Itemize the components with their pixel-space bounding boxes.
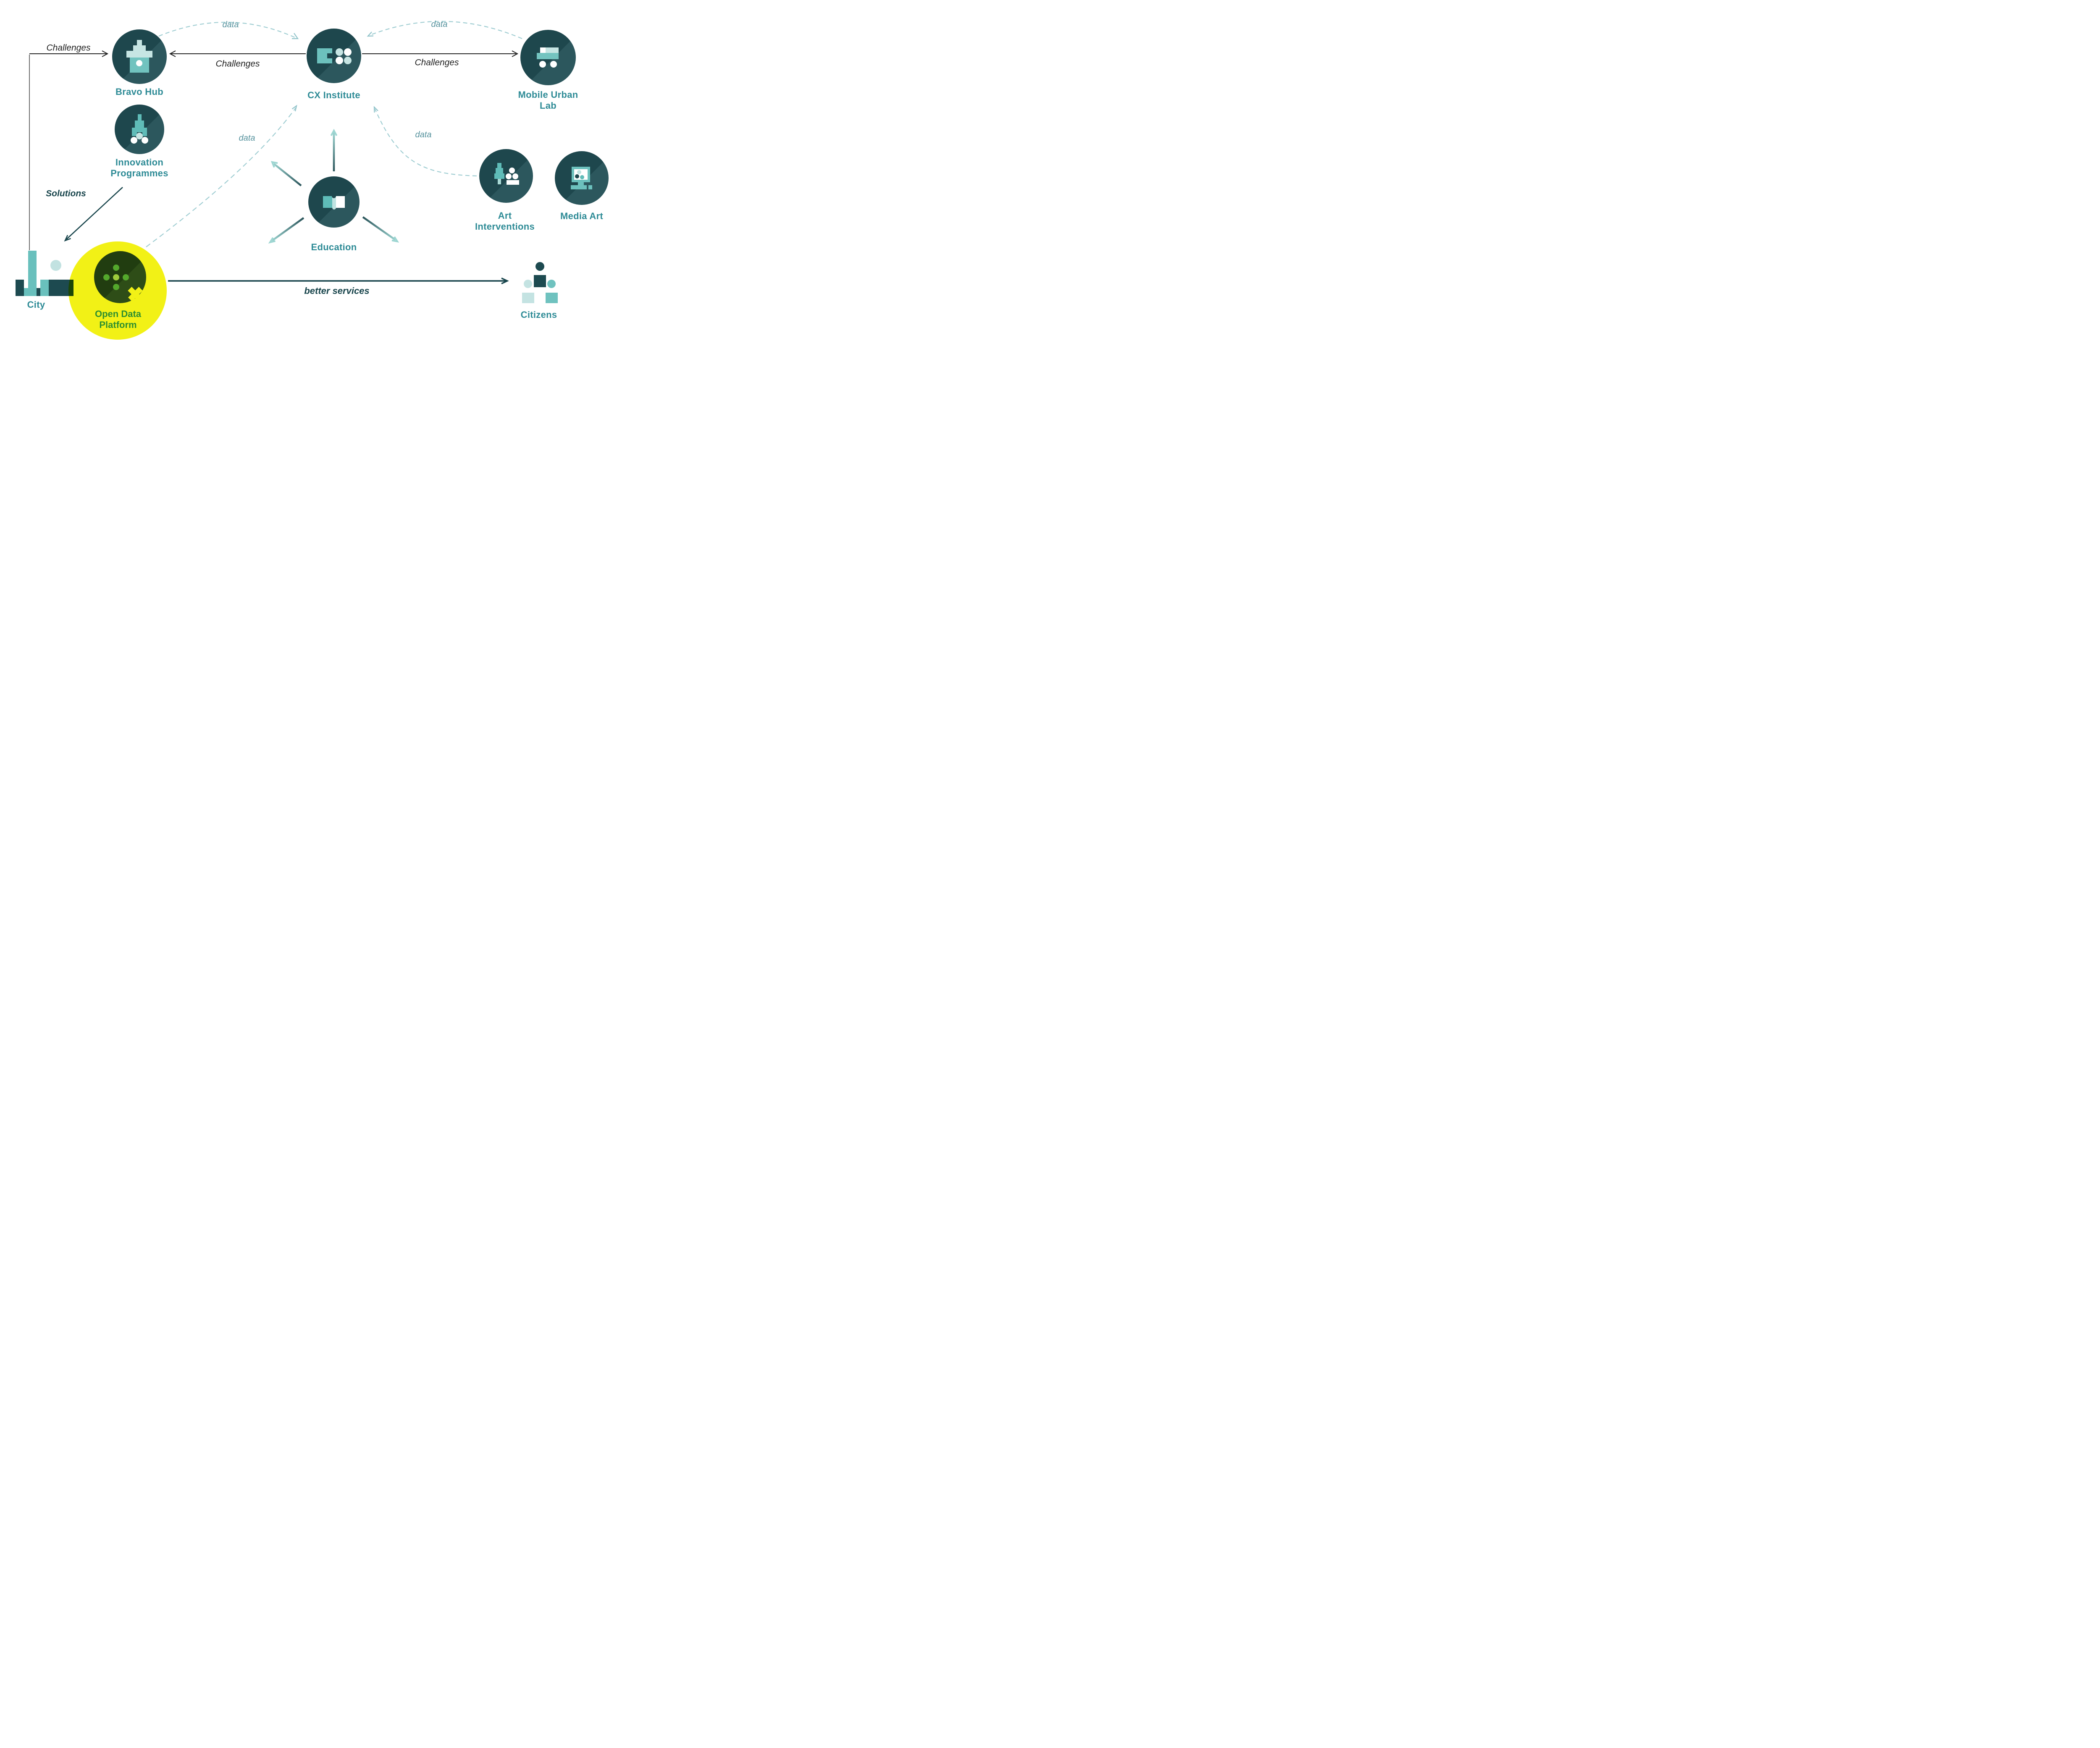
node-label-innovation-programmes: Innovation Programmes <box>110 157 168 178</box>
edge-label-data-odp-cx: data <box>239 134 255 143</box>
edges-layer <box>29 21 522 284</box>
edge-art-to-cx-data <box>373 106 477 177</box>
edge-label-data-art-cx: data <box>415 130 432 140</box>
edge-label-challenges-cx-mul: Challenges <box>415 58 459 68</box>
edge-innovation-to-city <box>64 187 123 242</box>
edge-label-data-mul-cx: data <box>431 20 448 29</box>
arrowhead-up-right-icon <box>291 105 297 112</box>
node-label-media-art: Media Art <box>560 211 604 222</box>
sun-icon <box>50 260 61 271</box>
arrowhead-down-left-icon <box>367 31 374 37</box>
arrowhead-left-icon <box>169 50 176 57</box>
edge-cx-to-mul <box>362 50 519 57</box>
node-mobile-urban-lab <box>520 30 576 85</box>
edge-label-challenges-cx-bravo: Challenges <box>215 59 260 69</box>
citizens-group-icon <box>517 260 563 307</box>
edge-odp-to-cx-data <box>146 105 297 247</box>
arrowhead-right-icon <box>102 50 109 57</box>
arrowhead-right-icon <box>512 50 519 57</box>
node-art-interventions <box>479 149 533 203</box>
node-label-education: Education <box>311 242 357 253</box>
node-label-cx-institute: CX Institute <box>307 90 360 101</box>
arrowhead-down-right-icon <box>292 33 299 39</box>
edge-label-better-services: better services <box>304 286 370 296</box>
arrowhead-up-left-icon <box>373 106 378 113</box>
diagram-canvas: Challenges Challenges Challenges data da… <box>0 0 659 343</box>
node-bravo-hub <box>112 29 167 84</box>
edge-education-lower-right <box>362 216 399 243</box>
node-label-art-interventions: Art Interventions <box>475 210 535 232</box>
node-education <box>308 176 360 228</box>
node-label-city: City <box>27 299 45 310</box>
edge-city-to-bravo <box>29 50 109 250</box>
edge-mul-to-cx-data <box>367 21 522 39</box>
arrowhead-down-right-icon <box>391 236 399 243</box>
edge-bravo-to-cx-data <box>158 21 299 39</box>
edge-cx-to-bravo <box>169 50 306 57</box>
edge-label-solutions: Solutions <box>46 189 86 199</box>
node-innovation-programmes <box>115 105 164 154</box>
node-cx-institute <box>307 29 361 83</box>
node-label-open-data-platform: Open Data Platform <box>94 309 142 330</box>
edge-education-lower-left <box>268 217 304 244</box>
node-media-art <box>555 151 609 205</box>
edge-label-challenges-city-bravo: Challenges <box>46 43 91 53</box>
node-label-bravo-hub: Bravo Hub <box>116 86 163 97</box>
edge-label-data-bravo-cx: data <box>222 20 239 30</box>
node-label-mobile-urban-lab: Mobile Urban Lab <box>518 89 578 111</box>
arrowhead-down-left-icon <box>64 235 71 242</box>
arrowhead-up-left-icon <box>270 161 278 168</box>
city-skyline-icon <box>13 248 76 298</box>
edge-education-upper-left <box>270 161 302 186</box>
arrowhead-down-left-icon <box>268 237 276 244</box>
arrowhead-up-icon <box>330 128 338 136</box>
edge-education-up <box>330 128 338 171</box>
node-label-citizens: Citizens <box>520 309 557 320</box>
arrowhead-right-icon <box>501 278 509 284</box>
edge-odp-to-citizens <box>168 278 509 284</box>
